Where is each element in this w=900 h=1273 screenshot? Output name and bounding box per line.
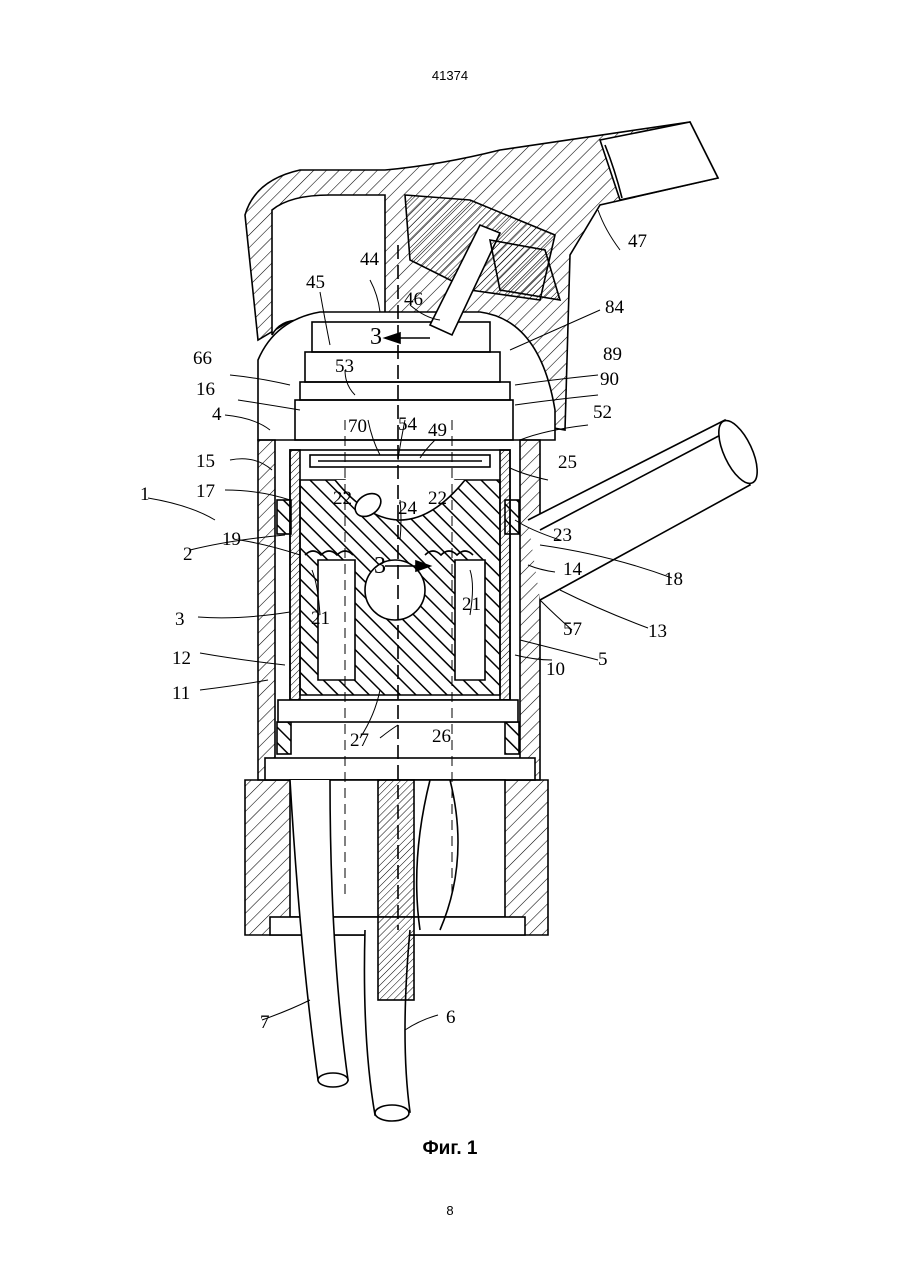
base-ring [265,758,535,780]
label-23: 23 [553,525,572,546]
label-14: 14 [563,559,583,580]
label-49: 49 [428,420,447,441]
label-4: 4 [212,404,222,425]
label-54: 54 [398,414,418,435]
label-45: 45 [306,272,325,293]
label-7: 7 [260,1012,270,1033]
label-10: 10 [546,659,565,680]
cylinder-wall-right [500,450,510,700]
label-27: 27 [350,730,369,751]
label-17: 17 [196,481,215,502]
label-5: 5 [598,649,608,670]
label-22-right: 22 [428,488,447,509]
label-70: 70 [348,416,367,437]
label-89: 89 [603,344,622,365]
label-16: 16 [196,379,215,400]
label-21-left: 21 [311,608,330,629]
cylinder-wall-left [290,450,300,700]
label-18: 18 [664,569,683,590]
piston-cavity-right [455,560,485,680]
seal-lower-left [277,722,291,754]
page-number: 8 [0,1203,900,1218]
seal-right [505,500,519,534]
label-13: 13 [648,621,667,642]
label-12: 12 [172,648,191,669]
label-2: 2 [183,544,193,565]
threaded-rod [378,780,414,1000]
label-21-right: 21 [462,594,481,615]
label-90: 90 [600,369,619,390]
label-22-left: 22 [333,488,352,509]
side-tube-13 [528,420,750,600]
label-44: 44 [360,249,380,270]
seal-left [277,500,291,534]
label-57: 57 [563,619,582,640]
label-3: 3 [175,609,185,630]
label-52: 52 [593,402,612,423]
label-47: 47 [628,231,647,252]
label-1: 1 [140,484,150,505]
label-19: 19 [222,529,241,550]
seal-lower-right [505,722,519,754]
label-25: 25 [558,452,577,473]
label-53: 53 [335,356,354,377]
section-mark-3-mid: 3 [374,553,386,579]
label-46: 46 [404,289,423,310]
label-66: 66 [193,348,212,369]
label-84: 84 [605,297,625,318]
label-15: 15 [196,451,215,472]
label-24: 24 [398,498,418,519]
label-26: 26 [432,726,451,747]
label-6: 6 [446,1007,456,1028]
figure-caption: Фиг. 1 [0,1138,900,1160]
section-mark-3-top: 3 [370,324,382,350]
label-11: 11 [172,683,190,704]
